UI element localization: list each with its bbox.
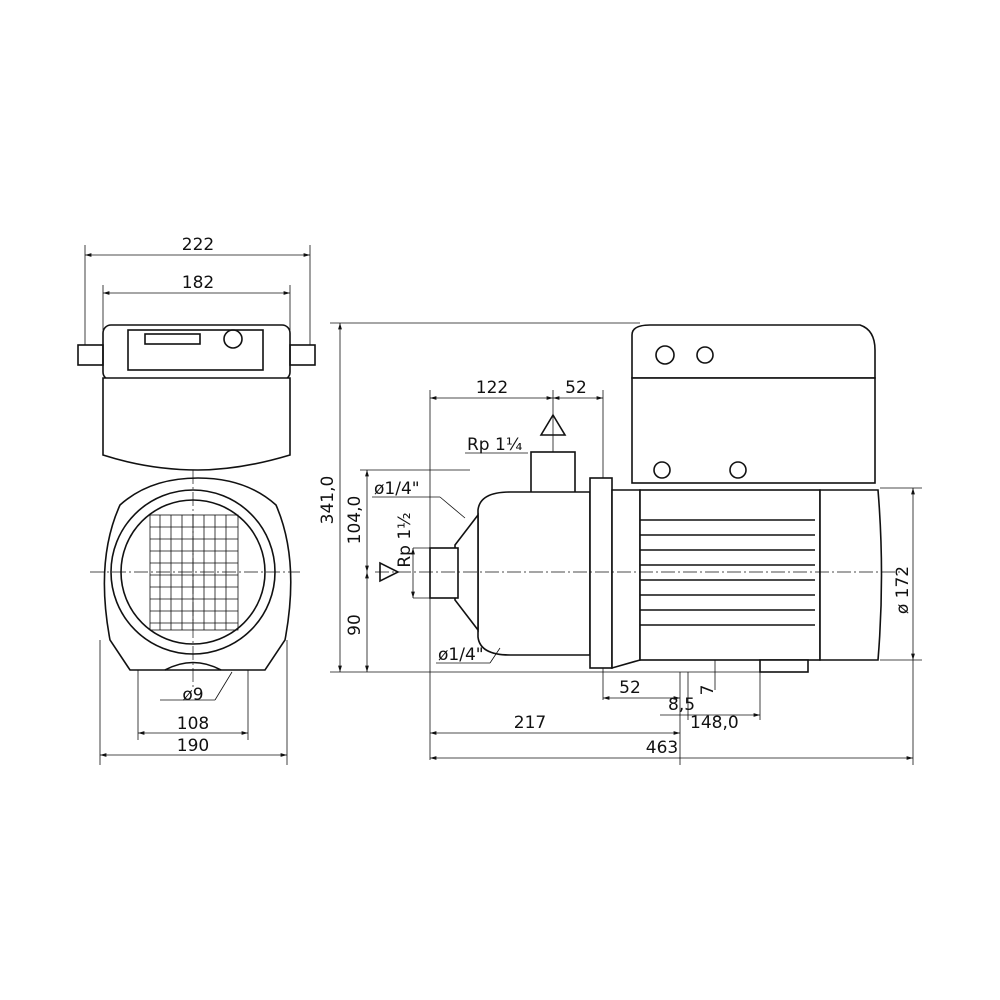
dim-222: 222 [182,235,214,255]
discharge-port [530,451,576,495]
fan-grille [149,514,239,631]
dim-52-bottom: 52 [619,678,641,698]
motor-fins [640,519,815,626]
dim-148: 148,0 [690,713,739,733]
dim-o172: ø 172 [893,566,913,614]
pump-flange [589,477,613,669]
control-box-lid-side [631,324,876,379]
label-rp-1-1-2: Rp 1½ [395,512,415,567]
pump-housing [477,491,591,656]
control-box-side [631,377,876,484]
label-rp-1-1-4: Rp 1¼ [467,435,522,455]
suction-port [429,547,459,599]
dim-52-top: 52 [565,378,587,398]
foot [759,659,809,673]
motor-housing [103,477,292,671]
dim-104: 104,0 [345,496,365,545]
dim-463: 463 [646,738,678,758]
dim-190: 190 [177,736,209,756]
discharge-arrow-icon [539,413,567,436]
dim-122: 122 [476,378,508,398]
dim-108: 108 [177,714,209,734]
fan-cover [819,489,883,661]
side-view: 341,0 104,0 90 122 52 Rp 1¼ Rp 1½ ø1/4" … [318,322,922,765]
control-box-body [102,377,291,471]
front-view: 222 182 ø9 108 190 [77,235,316,765]
motor-body [639,489,821,661]
dim-217: 217 [514,713,546,733]
dim-341: 341,0 [318,476,338,525]
label-drain-bottom: ø1/4" [438,645,484,665]
dim-o9: ø9 [182,685,203,705]
dim-90: 90 [345,614,365,636]
dim-8-5: 8,5 [668,695,695,715]
dim-182: 182 [182,273,214,293]
dim-7: 7 [698,685,718,696]
label-drain-top: ø1/4" [374,479,420,499]
